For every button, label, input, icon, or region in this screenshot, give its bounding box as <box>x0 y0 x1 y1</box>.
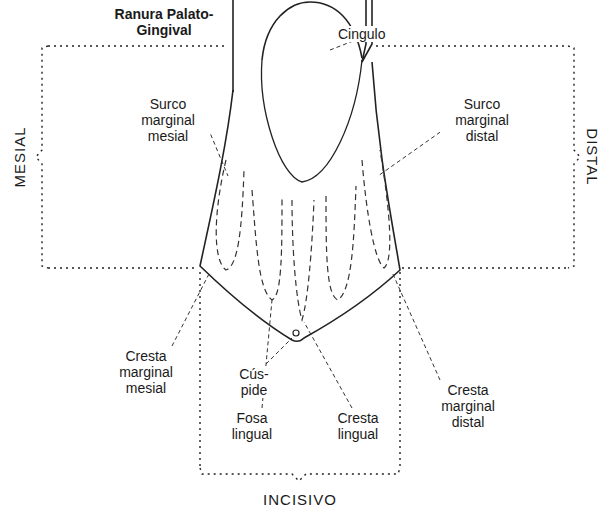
leader-line <box>304 322 352 408</box>
incisal-bracket <box>200 468 400 481</box>
mesial-marginal-ridge <box>216 160 244 270</box>
part-label: Fosa lingual <box>226 410 278 442</box>
bracket-line <box>376 45 568 46</box>
side-label: DISTAL <box>584 128 600 185</box>
leader-line <box>392 272 440 380</box>
side-label: INCISIVO <box>263 492 337 508</box>
part-label: Cingulo <box>338 26 408 42</box>
leader-line <box>378 128 446 176</box>
part-label: Cús- pide <box>234 366 274 398</box>
side-label: MESIAL <box>12 126 28 187</box>
distal-bracket <box>568 46 580 268</box>
crown-outline <box>200 62 400 341</box>
part-label: Cresta marginal mesial <box>104 348 188 396</box>
part-label: Cresta lingual <box>328 410 388 442</box>
cusp-dot <box>293 330 299 336</box>
distal-marginal-ridge <box>362 150 390 268</box>
bracket-line <box>48 45 228 46</box>
leader-line <box>266 338 292 364</box>
annotation-title: Ranura Palato-Gingival <box>96 6 232 38</box>
leader-line <box>208 128 228 176</box>
neck-line <box>232 0 234 92</box>
part-label: Surco marginal mesial <box>126 96 210 144</box>
part-label: Cresta marginal distal <box>426 382 510 430</box>
bracket-line <box>199 272 200 468</box>
leader-line <box>172 272 210 346</box>
mesial-bracket <box>36 46 48 268</box>
part-label: Surco marginal distal <box>440 96 524 144</box>
lingual-ridge <box>292 200 314 320</box>
bracket-line <box>402 267 568 268</box>
lingual-fossa-outline-mesial <box>252 190 282 300</box>
cingulum-base <box>262 60 362 182</box>
lingual-fossa-outline-distal <box>326 186 356 300</box>
bracket-line <box>48 267 198 268</box>
bracket-line <box>399 272 400 468</box>
